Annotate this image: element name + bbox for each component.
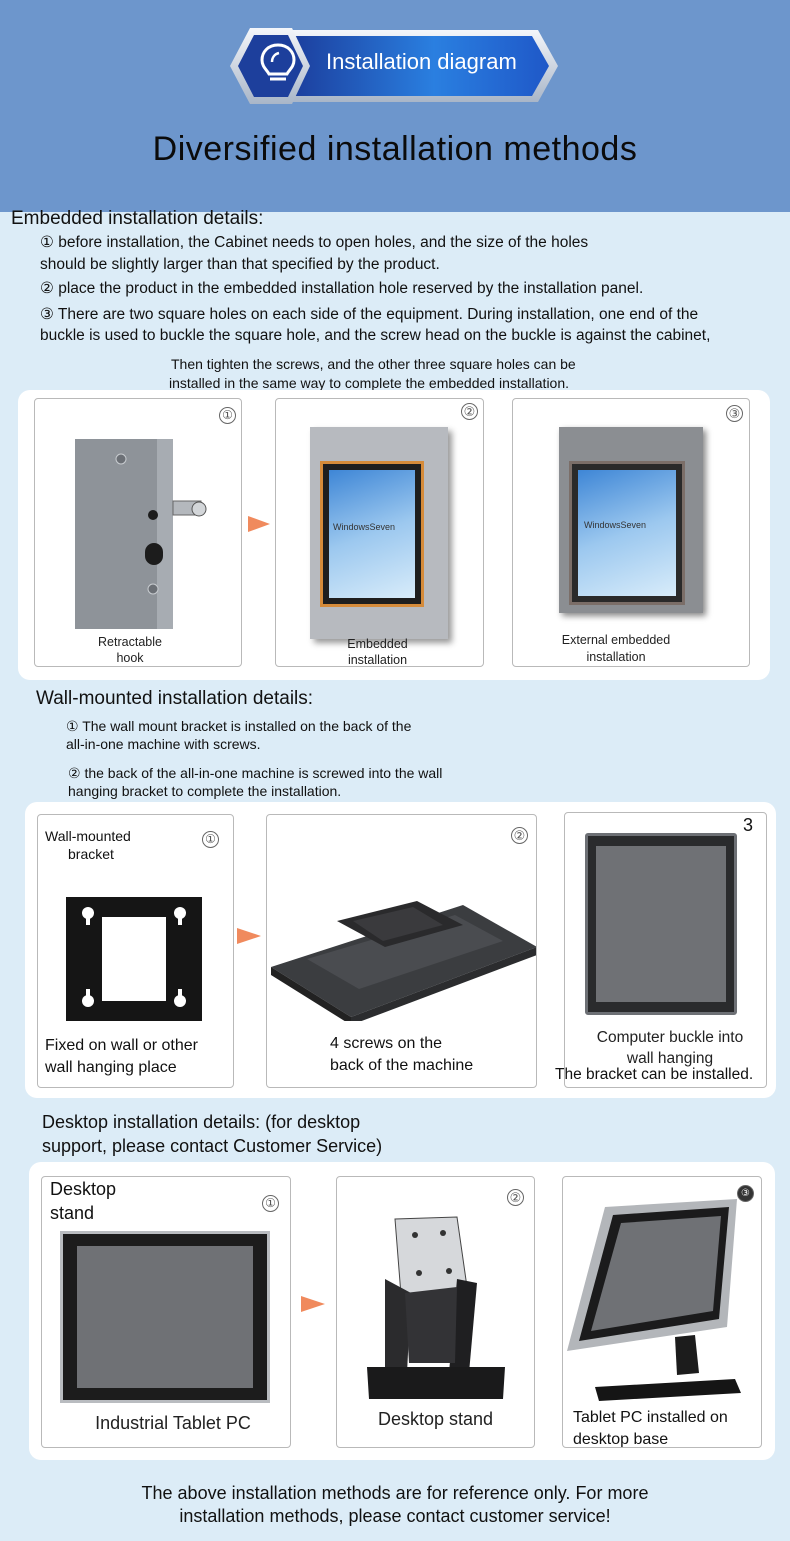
- caption-line: back of the machine: [330, 1057, 474, 1074]
- caption-line: Computer buckle into: [596, 1029, 744, 1046]
- desktop-card-stand: ② Desktop stand: [336, 1176, 535, 1448]
- caption-line: desktop base: [573, 1431, 669, 1448]
- tablet-screen: WindowsSeven: [329, 470, 415, 598]
- wall-step2-line1: ② the back of the all-in-one machine is …: [68, 765, 443, 781]
- desktop-card-installed: ③ Tablet PC installed on desktop base: [562, 1176, 762, 1448]
- desktop-card-tablet: Desktop stand ① Industrial Tablet PC: [41, 1176, 291, 1448]
- embedded-card-external: ③ WindowsSeven External embedded install…: [512, 398, 750, 667]
- embedded-card-installed: ② WindowsSeven Embedded installation: [275, 398, 484, 667]
- embedded-step3-line2: buckle is used to buckle the square hole…: [40, 327, 711, 344]
- caption-line: Embedded: [347, 637, 408, 651]
- caption-line: installation: [586, 650, 646, 664]
- caption-line: Industrial Tablet PC: [95, 1413, 251, 1433]
- embedded-heading: Embedded installation details:: [11, 208, 264, 229]
- embedded-step1-line2: should be slightly larger than that spec…: [40, 256, 440, 273]
- tablet-frame: WindowsSeven: [320, 461, 424, 607]
- caption-line: Desktop stand: [377, 1409, 494, 1429]
- wall-tablet-screen: [596, 846, 726, 1002]
- step-number: ③: [737, 1185, 754, 1202]
- page-title: Diversified installation methods: [152, 130, 638, 168]
- caption-line: Retractable: [98, 635, 162, 649]
- desktop-heading: support, please contact Customer Service…: [42, 1136, 383, 1156]
- stand-label: stand: [50, 1203, 95, 1223]
- step-number: ②: [511, 827, 528, 844]
- desktop-heading: Desktop installation details: (for deskt…: [42, 1112, 361, 1132]
- step-number: ①: [219, 407, 236, 424]
- footer-note: The above installation methods are for r…: [0, 1482, 790, 1528]
- screen-text: WindowsSeven: [584, 520, 647, 530]
- embedded-panel: ① Retractable hook ② WindowsSeven Embedd…: [18, 390, 770, 680]
- industrial-tablet-screen: [77, 1246, 253, 1388]
- caption-line: hook: [116, 651, 144, 665]
- screen-text: WindowsSeven: [333, 522, 396, 532]
- step-number: ③: [726, 405, 743, 422]
- tablet-frame: WindowsSeven: [569, 461, 685, 605]
- embedded-step3-line4: installed in the same way to complete th…: [169, 375, 570, 391]
- header-banner: Installation diagram Diversified install…: [0, 0, 790, 212]
- footer-line: installation methods, please contact cus…: [179, 1506, 611, 1526]
- industrial-tablet: [60, 1231, 270, 1403]
- caption-line: installation: [347, 653, 408, 667]
- arrow-right-icon: [301, 1296, 325, 1312]
- tablet-on-stand-image: [567, 1199, 741, 1401]
- section-badge: [230, 28, 558, 104]
- caption-line: wall hanging: [626, 1050, 714, 1067]
- embedded-card-hook: ① Retractable hook: [34, 398, 242, 667]
- caption-line: 4 screws on the: [330, 1035, 443, 1052]
- wall-card-hanging: 3 Computer buckle into wall hanging: [564, 812, 767, 1088]
- step-number: 3: [743, 815, 754, 835]
- wall-heading: Wall-mounted installation details:: [36, 688, 314, 709]
- embedded-step3-line3: Then tighten the screws, and the other t…: [171, 356, 576, 372]
- step-number: ②: [507, 1189, 524, 1206]
- retractable-hook-image: [75, 439, 207, 629]
- step-number: ①: [262, 1195, 279, 1212]
- lightbulb-icon: [260, 43, 296, 81]
- wall-step2-line2: hanging bracket to complete the installa…: [68, 783, 342, 799]
- caption-line: Fixed on wall or other: [45, 1037, 198, 1054]
- machine-back-image: [271, 901, 536, 1021]
- caption-line: External embedded: [561, 633, 671, 647]
- desktop-stand-image: [367, 1216, 505, 1399]
- wall-step1-line2: all-in-one machine with screws.: [66, 736, 261, 752]
- footer-line: The above installation methods are for r…: [141, 1483, 649, 1503]
- wall-tablet: [585, 833, 737, 1015]
- caption-line: Tablet PC installed on: [573, 1409, 728, 1426]
- tablet-screen: WindowsSeven: [578, 470, 676, 596]
- bracket-label: bracket: [68, 846, 114, 862]
- wall-card-back: ② 4 screws on the back of the machine: [266, 814, 537, 1088]
- stand-label: Desktop: [50, 1179, 117, 1199]
- caption-line: wall hanging place: [45, 1059, 177, 1076]
- step-number: ②: [461, 403, 478, 420]
- wall-step1-line1: ① The wall mount bracket is installed on…: [66, 718, 412, 734]
- wall-card-bracket: Wall-mounted bracket ① Fixed on wall or …: [37, 814, 234, 1088]
- step-number: ①: [202, 831, 219, 848]
- wall-bracket-image: [66, 897, 202, 1021]
- arrow-right-icon: [237, 928, 261, 944]
- arrow-right-icon: [248, 516, 270, 532]
- bracket-label: Wall-mounted: [45, 828, 131, 844]
- wall-panel: Wall-mounted bracket ① Fixed on wall or …: [25, 802, 776, 1098]
- caption-line: The bracket can be installed.: [555, 1066, 754, 1083]
- desktop-panel: Desktop stand ① Industrial Tablet PC ② D…: [29, 1162, 775, 1460]
- embedded-step2: ② place the product in the embedded inst…: [40, 280, 644, 297]
- badge-label: Installation diagram: [326, 49, 517, 74]
- embedded-step1-line1: ① before installation, the Cabinet needs…: [40, 234, 589, 251]
- embedded-step3-line1: ③ There are two square holes on each sid…: [40, 306, 699, 323]
